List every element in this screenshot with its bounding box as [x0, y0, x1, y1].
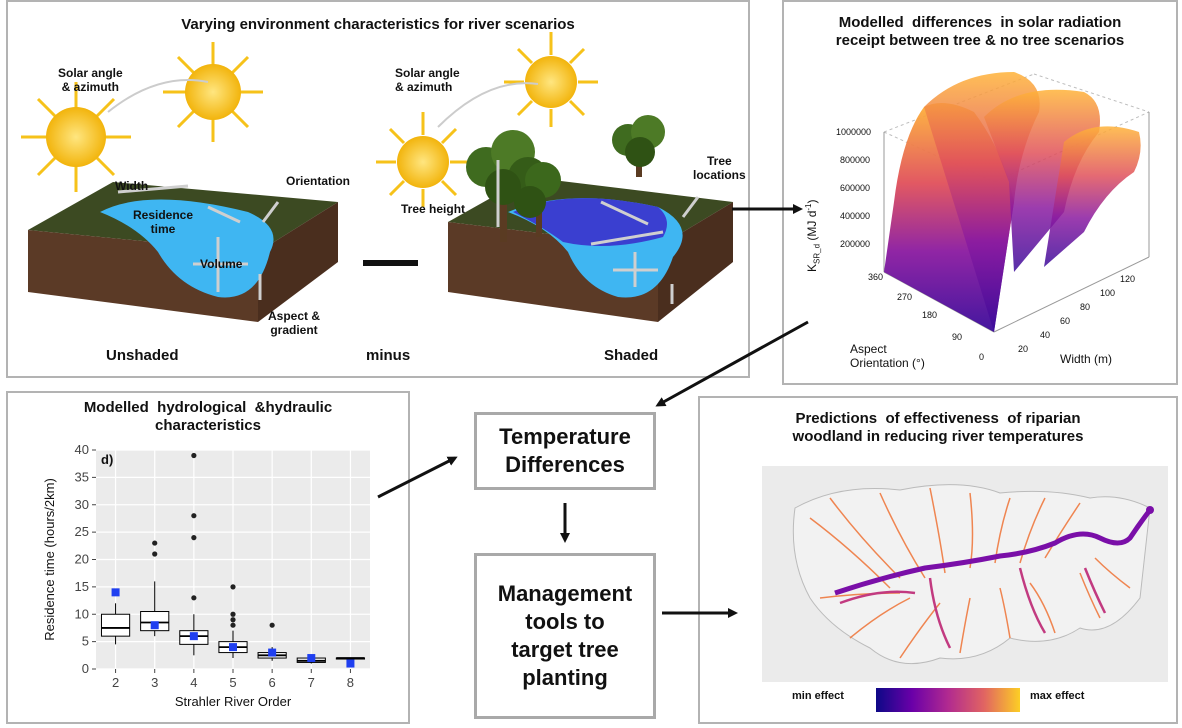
solar-angle-label-left: Solar angle & azimuth: [58, 66, 123, 94]
observed-point: [307, 654, 316, 663]
x-axis-label: Strahler River Order: [175, 694, 292, 709]
aspect-tick: 0: [979, 352, 985, 362]
solar-radiation-panel: Modelled differences in solar radiation …: [782, 0, 1178, 385]
z-tick: 1000000: [836, 127, 872, 137]
box-iqr: [100, 613, 131, 637]
z-tick: 400000: [840, 211, 871, 221]
unshaded-river-block: [28, 182, 338, 322]
hydro-panel: Modelled hydrological &hydraulic charact…: [6, 391, 410, 724]
width-tick: 100: [1100, 288, 1116, 298]
outlier-point: [191, 595, 197, 601]
panel-label: d): [101, 452, 113, 467]
width-label: Width: [115, 179, 149, 193]
tree-height-label: Tree height: [401, 202, 466, 216]
aspect-axis-label: Aspect Orientation (°): [850, 342, 925, 370]
width-tick: 20: [1018, 344, 1029, 354]
environment-panel: Varying environment characteristics for …: [6, 0, 750, 378]
y-tick-label: 15: [75, 579, 89, 594]
residence-time-boxplot: 0 5 10 15 20 25 30 35 40 2 3 4 5 6 7 8 d) Strahler River …: [42, 442, 370, 709]
x-tick-label: 2: [112, 675, 119, 690]
observed-point: [346, 659, 355, 668]
x-tick-label: 4: [190, 675, 197, 690]
sun-icon: [504, 32, 598, 127]
management-tools-box: Management tools to target tree planting: [474, 553, 656, 719]
x-tick-label: 6: [269, 675, 276, 690]
river-network-map: [762, 466, 1168, 712]
width-tick: 120: [1120, 274, 1136, 284]
width-axis-label: Width (m): [1060, 352, 1112, 366]
y-tick-label: 25: [75, 524, 89, 539]
y-tick-label: 10: [75, 606, 89, 621]
z-tick: 800000: [840, 155, 871, 165]
x-tick-label: 3: [151, 675, 158, 690]
y-tick-label: 40: [75, 442, 89, 457]
observed-point: [150, 621, 159, 630]
outlier-point: [269, 622, 275, 628]
aspect-gradient-label: Aspect & gradient: [268, 309, 321, 337]
management-tools-text: Management tools to target tree planting: [497, 581, 633, 690]
minus-caption: minus: [366, 347, 411, 364]
temperature-differences-box: Temperature Differences: [474, 412, 656, 490]
outlier-point: [230, 622, 236, 628]
aspect-tick: 180: [922, 310, 938, 320]
z-axis-label: KSR_d (MJ d-1): [804, 199, 822, 273]
outlier-point: [230, 617, 236, 623]
aspect-tick: 360: [868, 272, 884, 282]
y-tick-label: 35: [75, 469, 89, 484]
tree-icon: [612, 115, 665, 177]
width-tick: 40: [1040, 330, 1051, 340]
shaded-caption: Shaded: [604, 347, 659, 364]
environment-panel-title: Varying environment characteristics for …: [181, 16, 575, 33]
sun-icon: [376, 112, 470, 207]
shaded-river-block: [448, 177, 733, 322]
outlier-point: [191, 513, 197, 519]
solar-surface-plot: [883, 72, 1150, 333]
temperature-differences-text: Temperature Differences: [499, 424, 631, 477]
y-tick-label: 20: [75, 552, 89, 567]
legend-min-label: min effect: [792, 690, 844, 702]
observed-point: [268, 648, 277, 657]
outlier-point: [191, 452, 197, 459]
unshaded-caption: Unshaded: [106, 347, 179, 364]
river-scenarios-illustration: [21, 32, 733, 322]
outlier-point: [230, 611, 236, 617]
outlier-point: [230, 584, 236, 590]
orientation-label: Orientation: [286, 174, 351, 188]
y-tick-label: 30: [75, 497, 89, 512]
sun-icon: [21, 82, 131, 192]
width-tick: 80: [1080, 302, 1091, 312]
x-tick-label: 8: [347, 675, 354, 690]
residence-time-label: Residence time: [133, 208, 194, 236]
aspect-tick: 270: [897, 292, 913, 302]
sun-icon: [163, 42, 263, 142]
legend-max-label: max effect: [1030, 690, 1085, 702]
outlier-point: [191, 535, 197, 541]
x-tick-label: 5: [229, 675, 236, 690]
aspect-tick: 90: [952, 332, 963, 342]
solar-radiation-panel-title: Modelled differences in solar radiation …: [835, 14, 1125, 49]
observed-point: [189, 632, 198, 641]
minus-sign: [363, 260, 418, 266]
tree-icon: [466, 130, 548, 242]
hydro-panel-title: Modelled hydrological &hydraulic charact…: [83, 399, 333, 434]
observed-point: [111, 588, 120, 597]
y-tick-label: 0: [82, 661, 89, 676]
solar-angle-label-right: Solar angle & azimuth: [395, 66, 460, 94]
tree-icon: [514, 162, 561, 237]
effect-legend-bar: [876, 688, 1020, 712]
tree-locations-label: Tree locations: [693, 154, 746, 182]
y-tick-label: 5: [82, 634, 89, 649]
box-iqr: [140, 611, 170, 632]
map-panel-title: Predictions of effectiveness of riparian…: [792, 410, 1084, 445]
z-tick: 200000: [840, 239, 871, 249]
x-tick-label: 7: [308, 675, 315, 690]
y-axis-label: Residence time (hours/2km): [42, 478, 57, 641]
outlier-point: [152, 551, 158, 557]
map-panel: Predictions of effectiveness of riparian…: [698, 396, 1178, 724]
volume-label: Volume: [200, 257, 243, 271]
outlier-point: [152, 540, 158, 546]
observed-point: [229, 643, 237, 652]
width-tick: 60: [1060, 316, 1071, 326]
z-tick: 600000: [840, 183, 871, 193]
